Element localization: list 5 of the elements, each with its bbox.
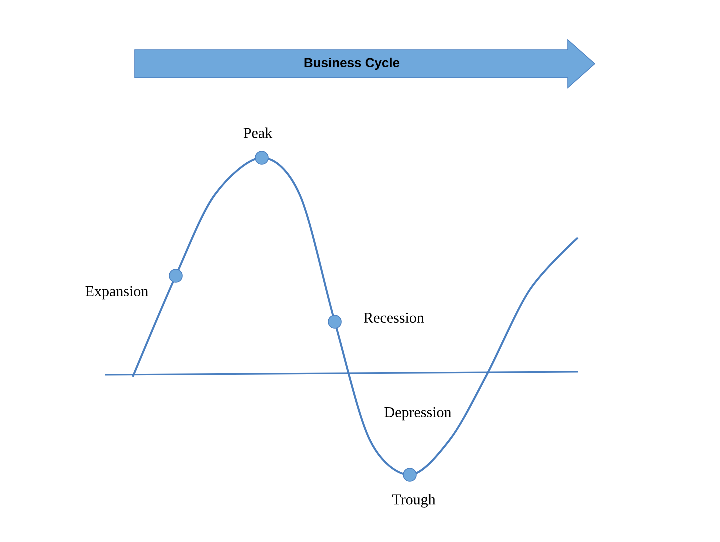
curve-label: Depression	[384, 407, 452, 421]
curve-label: Trough	[392, 494, 436, 508]
curve-label: Expansion	[86, 286, 148, 300]
curve-label: Recession	[364, 312, 424, 324]
curve-label: Peak	[244, 128, 273, 138]
